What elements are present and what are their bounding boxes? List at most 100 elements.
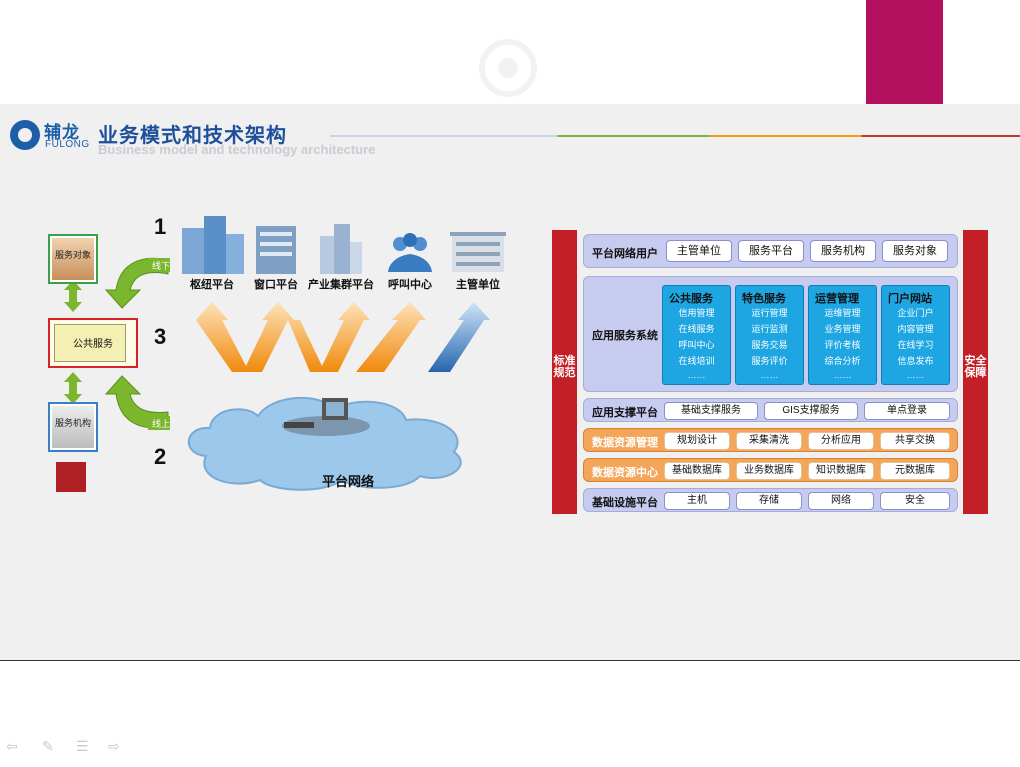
app-col-item: ……: [760, 370, 779, 380]
public-service-box: 公共服务: [48, 318, 138, 368]
data-mgmt-item-2: 分析应用: [808, 432, 874, 450]
data-mgmt-item-0: 规划设计: [664, 432, 730, 450]
orange-w-arrows-icon: [196, 302, 294, 372]
service-target-label: 服务对象: [54, 250, 91, 260]
offline-label: 线下: [152, 261, 171, 271]
logo-cn-text: 辅龙: [44, 123, 80, 142]
watermark-logo-icon: [479, 39, 537, 97]
infra-item-3: 安全: [880, 492, 950, 510]
user-item-2: 服务机构: [810, 240, 876, 262]
data-center-item-3: 元数据库: [880, 462, 950, 480]
data-center-item-0: 基础数据库: [664, 462, 730, 480]
user-item-0: 主管单位: [666, 240, 732, 262]
company-logo: 辅龙 FULONG: [10, 118, 92, 154]
pen-icon[interactable]: ✎: [42, 738, 54, 754]
public-service-card: [54, 324, 126, 362]
service-target-image: [52, 238, 94, 280]
user-item-1: 服务平台: [738, 240, 804, 262]
green-arrow-bottom-icon: [104, 375, 169, 429]
standards-label: 标准规范: [553, 355, 576, 379]
app-col-title: 运营管理: [815, 293, 859, 305]
business-model-graphics: [64, 257, 490, 430]
logo-mark-icon: [10, 120, 40, 150]
app-col-item: 运维管理: [824, 308, 861, 318]
menu-icon[interactable]: ☰: [76, 738, 89, 754]
app-col-title: 特色服务: [742, 293, 786, 305]
call-center-icon: [388, 233, 432, 272]
app-col-item: 在线服务: [678, 324, 715, 334]
app-col-ops: 运营管理 运维管理 业务管理 评价考核 综合分析 ……: [808, 285, 877, 385]
data-center-row: 数据资源中心 基础数据库 业务数据库 知识数据库 元数据库: [583, 458, 958, 482]
step-number-2: 2: [154, 444, 167, 469]
app-col-item: ……: [833, 370, 852, 380]
double-arrow-bottom-icon: [64, 372, 82, 404]
next-arrow-icon[interactable]: ⇨: [108, 738, 120, 754]
user-row: 平台网络用户 主管单位 服务平台 服务机构 服务对象: [583, 234, 958, 268]
data-center-item-2: 知识数据库: [808, 462, 874, 480]
app-col-public: 公共服务 信用管理 在线服务 呼叫中心 在线培训 ……: [662, 285, 731, 385]
app-col-item: 运行监测: [751, 324, 788, 334]
public-service-label: 公共服务: [73, 339, 113, 350]
orange-w-arrows-2-icon: [288, 302, 370, 372]
blue-arrow-icon: [428, 302, 490, 372]
data-mgmt-row: 数据资源管理 规划设计 采集清洗 分析应用 共享交换: [583, 428, 958, 452]
title-divider: [330, 135, 1020, 137]
industry-building-icon: [320, 224, 362, 274]
authority-building-icon: [450, 232, 506, 272]
support-row-title: 应用支撑平台: [592, 407, 658, 419]
data-mgmt-row-title: 数据资源管理: [592, 437, 658, 449]
app-col-title: 公共服务: [669, 293, 713, 305]
app-col-item: 信用管理: [678, 308, 715, 318]
online-label: 线上: [152, 419, 171, 429]
app-col-item: ……: [906, 370, 925, 380]
data-center-item-1: 业务数据库: [736, 462, 802, 480]
platform-label-industry: 产业集群平台: [308, 279, 374, 291]
app-col-item: 业务管理: [824, 324, 861, 334]
standards-bar: 标准规范: [552, 230, 577, 514]
service-target-box: 服务对象: [48, 234, 98, 284]
page-subtitle: Business model and technology architectu…: [98, 142, 376, 157]
app-col-feature: 特色服务 运行管理 运行监测 服务交易 服务评价 ……: [735, 285, 804, 385]
double-arrow-top-icon: [64, 280, 82, 312]
service-org-label: 服务机构: [54, 418, 91, 428]
platform-label-window: 窗口平台: [254, 279, 298, 291]
platform-label-call: 呼叫中心: [388, 279, 432, 291]
service-org-box: 服务机构: [48, 402, 98, 452]
step-number-1: 1: [154, 214, 167, 239]
platform-label-hub: 枢纽平台: [190, 279, 234, 291]
platform-network-label: 平台网络: [322, 474, 375, 489]
app-col-item: 信息发布: [897, 356, 934, 366]
user-item-3: 服务对象: [882, 240, 948, 262]
app-col-item: 呼叫中心: [678, 340, 715, 350]
prev-arrow-icon[interactable]: ⇦: [6, 738, 18, 754]
app-col-item: 服务交易: [751, 340, 788, 350]
user-row-title: 平台网络用户: [592, 248, 658, 260]
app-col-item: 在线学习: [897, 340, 934, 350]
infra-row-title: 基础设施平台: [592, 497, 658, 509]
data-mgmt-item-3: 共享交换: [880, 432, 950, 450]
support-item-1: GIS支撑服务: [764, 402, 858, 420]
architecture-diagram: 标准规范 安全保障 平台网络用户 主管单位 服务平台 服务机构 服务对象 应用服…: [552, 230, 989, 514]
platform-label-authority: 主管单位: [456, 279, 500, 291]
support-item-0: 基础支撑服务: [664, 402, 758, 420]
app-col-item: 企业门户: [897, 308, 934, 318]
magenta-tab: [866, 0, 943, 104]
app-row: 应用服务系统 公共服务 信用管理 在线服务 呼叫中心 在线培训 …… 特色服务 …: [583, 276, 958, 392]
app-col-item: 在线培训: [678, 356, 715, 366]
window-building-icon: [256, 226, 296, 274]
support-row: 应用支撑平台 基础支撑服务 GIS支撑服务 单点登录: [583, 398, 958, 422]
data-center-row-title: 数据资源中心: [592, 467, 658, 479]
service-org-image: [52, 406, 94, 448]
orange-arrow-right-icon: [356, 302, 426, 372]
red-square: [56, 462, 86, 492]
slide-content: 辅龙 FULONG 业务模式和技术架构 Business model and t…: [0, 104, 1020, 661]
data-mgmt-item-1: 采集清洗: [736, 432, 802, 450]
logo-en-text: FULONG: [45, 139, 90, 150]
security-label: 安全保障: [964, 355, 987, 379]
infra-row: 基础设施平台 主机 存储 网络 安全: [583, 488, 958, 512]
app-col-item: 综合分析: [824, 356, 861, 366]
platform-network-cloud-icon: [187, 397, 462, 491]
security-bar: 安全保障: [963, 230, 988, 514]
infra-item-0: 主机: [664, 492, 730, 510]
